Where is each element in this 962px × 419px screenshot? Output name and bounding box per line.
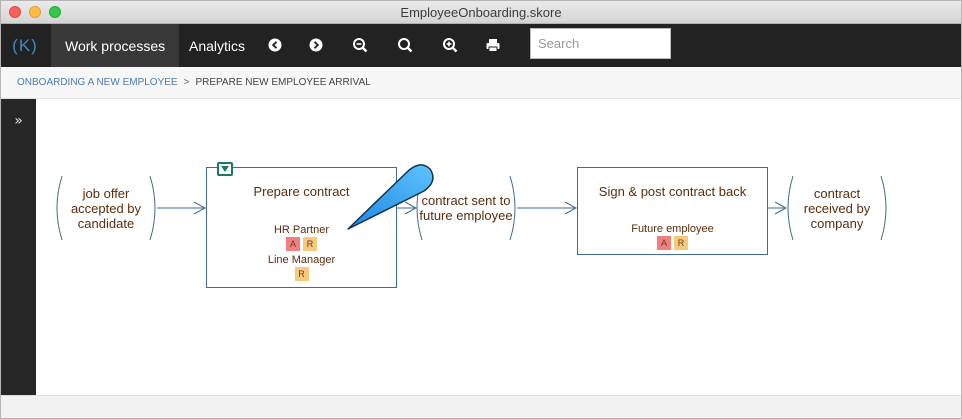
event-contract-received[interactable]: contract received by company	[785, 174, 889, 242]
zoom-out-icon[interactable]	[351, 36, 369, 54]
badge-responsible: R	[303, 237, 317, 251]
badge-responsible: R	[674, 236, 688, 250]
expand-subprocess-button[interactable]	[217, 162, 233, 176]
title-bar: EmployeeOnboarding.skore	[1, 1, 961, 24]
event-label: job offer accepted by candidate	[70, 185, 142, 231]
zoom-reset-icon[interactable]	[396, 36, 414, 54]
breadcrumb-current: PREPARE NEW EMPLOYEE ARRIVAL	[195, 77, 371, 88]
tab-analytics[interactable]: Analytics	[189, 37, 246, 54]
badge-responsible: R	[294, 267, 309, 281]
role-name: HR Partner	[273, 224, 330, 236]
arrow-head	[564, 201, 578, 215]
activity-title: Sign & post contract back	[598, 184, 747, 199]
event-brackets	[787, 175, 887, 241]
back-icon[interactable]	[266, 36, 284, 54]
breadcrumb: ONBOARDING A NEW EMPLOYEE > PREPARE NEW …	[1, 67, 961, 99]
app-logo[interactable]: (K)	[12, 35, 38, 55]
maximize-window-button[interactable]	[49, 6, 61, 18]
minimize-window-button[interactable]	[29, 6, 41, 18]
role-name: Future employee	[631, 223, 714, 235]
arrow-head	[774, 201, 788, 215]
expand-down-icon	[221, 166, 229, 172]
arrow-head	[404, 201, 418, 215]
activity-sign-post-contract[interactable]: Sign & post contract back Future employe…	[577, 167, 768, 255]
event-label: contract sent to future employee	[419, 193, 513, 223]
activity-title: Prepare contract	[253, 184, 350, 199]
expand-panel-icon[interactable]: »	[14, 113, 23, 129]
event-contract-sent[interactable]: contract sent to future employee	[414, 174, 518, 242]
tab-work-processes[interactable]: Work processes	[51, 24, 180, 67]
event-start[interactable]: job offer accepted by candidate	[54, 174, 158, 242]
connector-layer	[157, 201, 788, 215]
toolbar: (K) Work processes Analytics	[1, 24, 961, 67]
badge-accountable: A	[286, 237, 300, 251]
arrow-head	[193, 201, 207, 215]
role-badges: A R	[578, 236, 767, 250]
event-brackets	[56, 175, 156, 241]
breadcrumb-separator: >	[183, 77, 190, 88]
role-badges: A R	[207, 237, 396, 251]
process-canvas[interactable]: job offer accepted by candidate Prepare …	[36, 99, 961, 395]
side-rail: »	[1, 99, 36, 395]
status-bar	[1, 395, 961, 418]
zoom-in-icon[interactable]	[441, 36, 459, 54]
window-title: EmployeeOnboarding.skore	[400, 5, 562, 20]
role-badges: R	[207, 267, 396, 281]
event-label: contract received by company	[803, 185, 871, 231]
badge-accountable: A	[657, 236, 671, 250]
activity-prepare-contract[interactable]: Prepare contract HR Partner A R Line Man…	[206, 162, 397, 288]
pointer-cursor-icon	[347, 164, 434, 230]
forward-icon[interactable]	[307, 36, 325, 54]
role-name: Line Manager	[267, 254, 336, 266]
close-window-button[interactable]	[9, 6, 21, 18]
breadcrumb-parent-link[interactable]: ONBOARDING A NEW EMPLOYEE	[17, 77, 178, 88]
print-icon[interactable]	[484, 36, 502, 54]
search-input[interactable]	[530, 28, 671, 59]
